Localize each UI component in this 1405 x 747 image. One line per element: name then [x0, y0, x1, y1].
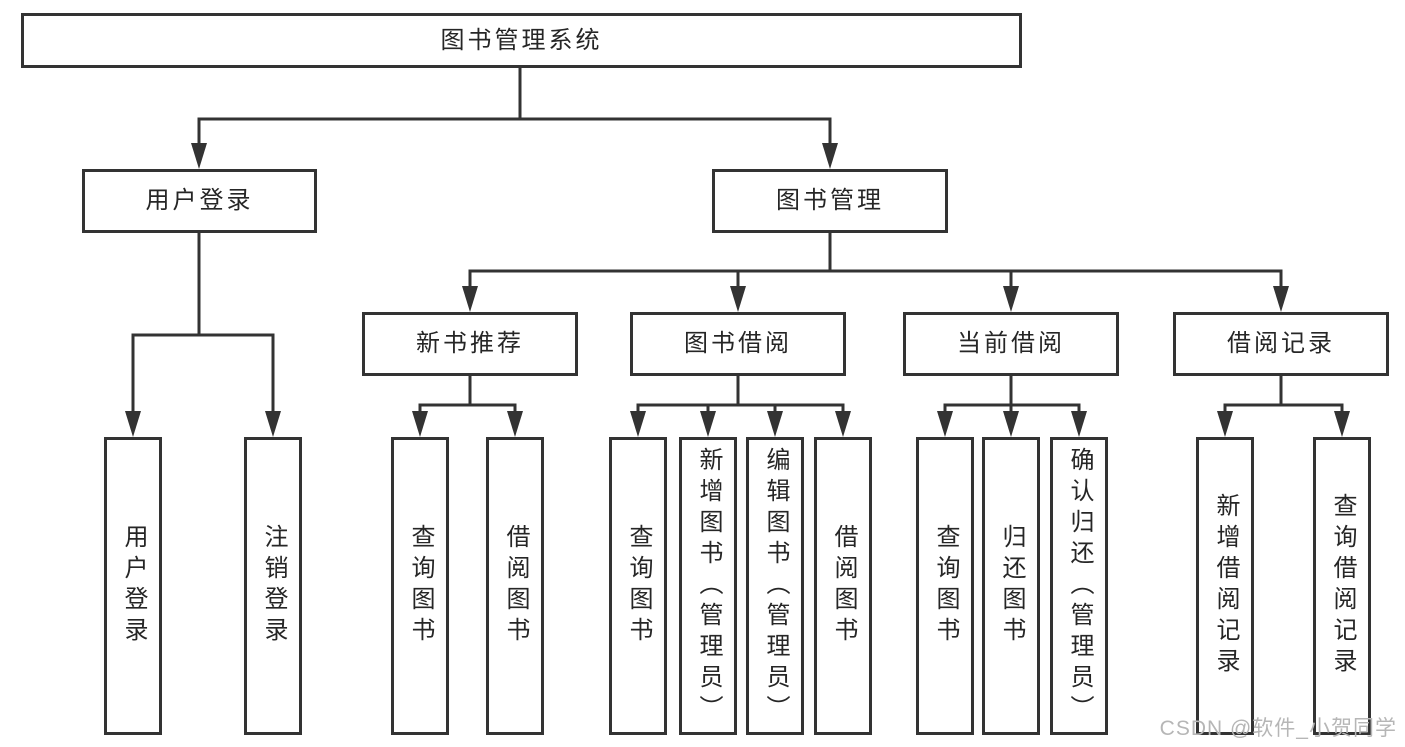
- node-user-login: 用户登录: [82, 169, 317, 233]
- node-label: 查询图书: [625, 524, 652, 648]
- node-label: 当前借阅: [957, 330, 1065, 357]
- node-current-borrowing: 当前借阅: [903, 312, 1119, 376]
- leaf-query-books-borrow: 查询图书: [609, 437, 667, 735]
- node-label: 图书管理系统: [440, 26, 603, 54]
- leaf-user-login: 用户登录: [104, 437, 162, 735]
- node-label: 查询图书: [932, 524, 959, 648]
- leaf-query-borrow-record: 查询借阅记录: [1313, 437, 1371, 735]
- leaf-query-books-recommend: 查询图书: [391, 437, 449, 735]
- leaf-add-books-admin: 新增图书（管理员）: [679, 437, 737, 735]
- node-label: 确认归还（管理员）: [1066, 446, 1093, 726]
- leaf-return-books: 归还图书: [982, 437, 1040, 735]
- node-label: 查询图书: [407, 524, 434, 648]
- node-label: 借阅图书: [502, 524, 529, 648]
- node-label: 编辑图书（管理员）: [762, 446, 789, 726]
- node-label: 查询借阅记录: [1329, 493, 1356, 679]
- node-library-management-system: 图书管理系统: [21, 13, 1022, 68]
- node-label: 归还图书: [998, 524, 1025, 648]
- leaf-borrow-books-recommend: 借阅图书: [486, 437, 544, 735]
- leaf-logout: 注销登录: [244, 437, 302, 735]
- leaf-query-books-current: 查询图书: [916, 437, 974, 735]
- node-label: 注销登录: [260, 524, 287, 648]
- node-label: 借阅记录: [1227, 330, 1335, 357]
- node-label: 新书推荐: [416, 330, 524, 357]
- node-book-management: 图书管理: [712, 169, 948, 233]
- leaf-confirm-return-admin: 确认归还（管理员）: [1050, 437, 1108, 735]
- leaf-add-borrow-record: 新增借阅记录: [1196, 437, 1254, 735]
- node-borrowing-records: 借阅记录: [1173, 312, 1389, 376]
- node-label: 新增图书（管理员）: [695, 446, 722, 726]
- node-label: 图书借阅: [684, 330, 792, 357]
- leaf-borrow-books: 借阅图书: [814, 437, 872, 735]
- node-label: 新增借阅记录: [1212, 493, 1239, 679]
- leaf-edit-books-admin: 编辑图书（管理员）: [746, 437, 804, 735]
- node-label: 用户登录: [120, 524, 147, 648]
- node-label: 借阅图书: [830, 524, 857, 648]
- node-book-borrowing: 图书借阅: [630, 312, 846, 376]
- node-label: 图书管理: [776, 187, 884, 214]
- csdn-watermark: CSDN @软件_小贺同学: [1159, 717, 1397, 740]
- node-new-book-recommendation: 新书推荐: [362, 312, 578, 376]
- node-label: 用户登录: [145, 187, 254, 214]
